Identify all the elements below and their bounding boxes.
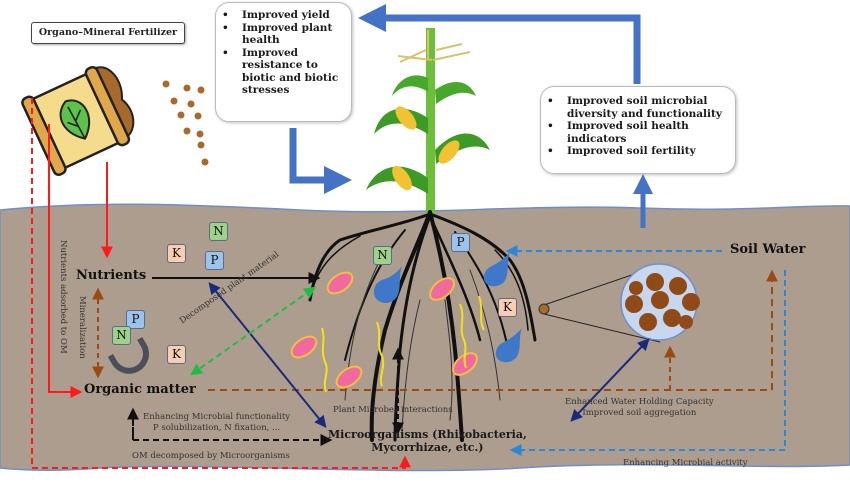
label-enhancing-activity: Enhancing Microbial activity [623, 458, 748, 468]
fertilizer-granules [162, 80, 209, 166]
arrow-microbes-aggregates [570, 338, 650, 422]
label-enhancing-functionality-line1: Enhancing Microbial functionality [143, 412, 291, 422]
nutrient-tag-p-root: P [451, 233, 470, 252]
label-plant-microbes-interactions: Plant Microbes interactions [333, 405, 453, 415]
soil-aggregate-icon [538, 263, 700, 343]
arrow-fertilizer-to-organic-matter [48, 124, 83, 398]
nutrient-tag-n: N [209, 222, 228, 241]
arrow-soilwater-to-microbes [509, 270, 786, 456]
nutrient-tag-n-om: N [112, 326, 131, 345]
label-mineralization: Mineralization [77, 296, 87, 359]
soil-benefits-box: Improved soil microbial diversity and fu… [540, 86, 736, 174]
node-microorganisms-line2: Mycorrhizae, etc.) [371, 441, 484, 454]
arrow-decomposed-plant-material [190, 286, 316, 376]
soil-benefit-item: Improved soil fertility [547, 145, 735, 158]
node-microorganisms-line1: Microorganisms (Rhizobacteria, [328, 428, 527, 441]
diagram-title: Organo–Mineral Fertilizer [31, 22, 185, 44]
node-microorganisms: Microorganisms (Rhizobacteria, Mycorrhiz… [328, 428, 527, 454]
nutrient-tag-p-om: P [126, 310, 145, 329]
label-water-holding-line2: Improved soil aggregation [582, 408, 697, 418]
fertilizer-bag-icon [21, 65, 135, 176]
nutrient-tag-k: K [167, 244, 186, 263]
arrow-soil-to-plant-benefits [358, 3, 641, 84]
label-water-holding-line1: Enhanced Water Holding Capacity [565, 397, 714, 407]
water-drop-icons [373, 252, 522, 363]
node-organic-matter: Organic matter [84, 382, 196, 397]
plant-benefit-item: Improved resistance to biotic and biotic… [222, 47, 342, 97]
nutrient-tag-p: P [205, 251, 224, 270]
label-water-holding: Enhanced Water Holding Capacity Improved… [565, 397, 714, 419]
label-om-decomposed: OM decomposed by Microorganisms [132, 451, 290, 461]
line-organic-matter-soil [208, 269, 778, 391]
arrow-om-decomposed [31, 98, 411, 469]
nutrient-tag-k-om: K [167, 345, 186, 364]
soil-benefit-item: Improved soil health indicators [547, 120, 707, 145]
plant-benefit-item: Improved plant health [222, 22, 342, 47]
node-soil-water: Soil Water [730, 242, 806, 257]
node-nutrients: Nutrients [76, 268, 147, 283]
label-enhancing-functionality-line2: P solubilization, N fixation, ... [152, 423, 281, 433]
nutrient-tag-k-root: K [498, 298, 517, 317]
plant-benefits-box: Improved yield Improved plant health Imp… [215, 2, 352, 122]
soil-benefit-item: Improved soil microbial diversity and fu… [547, 95, 727, 120]
nutrient-tag-n-root: N [373, 246, 392, 265]
label-nutrients-adsorbed: Nutrients adsorbed to OM [58, 240, 68, 354]
plant-benefit-item: Improved yield [222, 9, 351, 22]
label-enhancing-functionality: Enhancing Microbial functionality P solu… [143, 412, 290, 434]
corn-plant-icon [366, 28, 490, 213]
arrow-benefits-to-plant [289, 128, 352, 194]
